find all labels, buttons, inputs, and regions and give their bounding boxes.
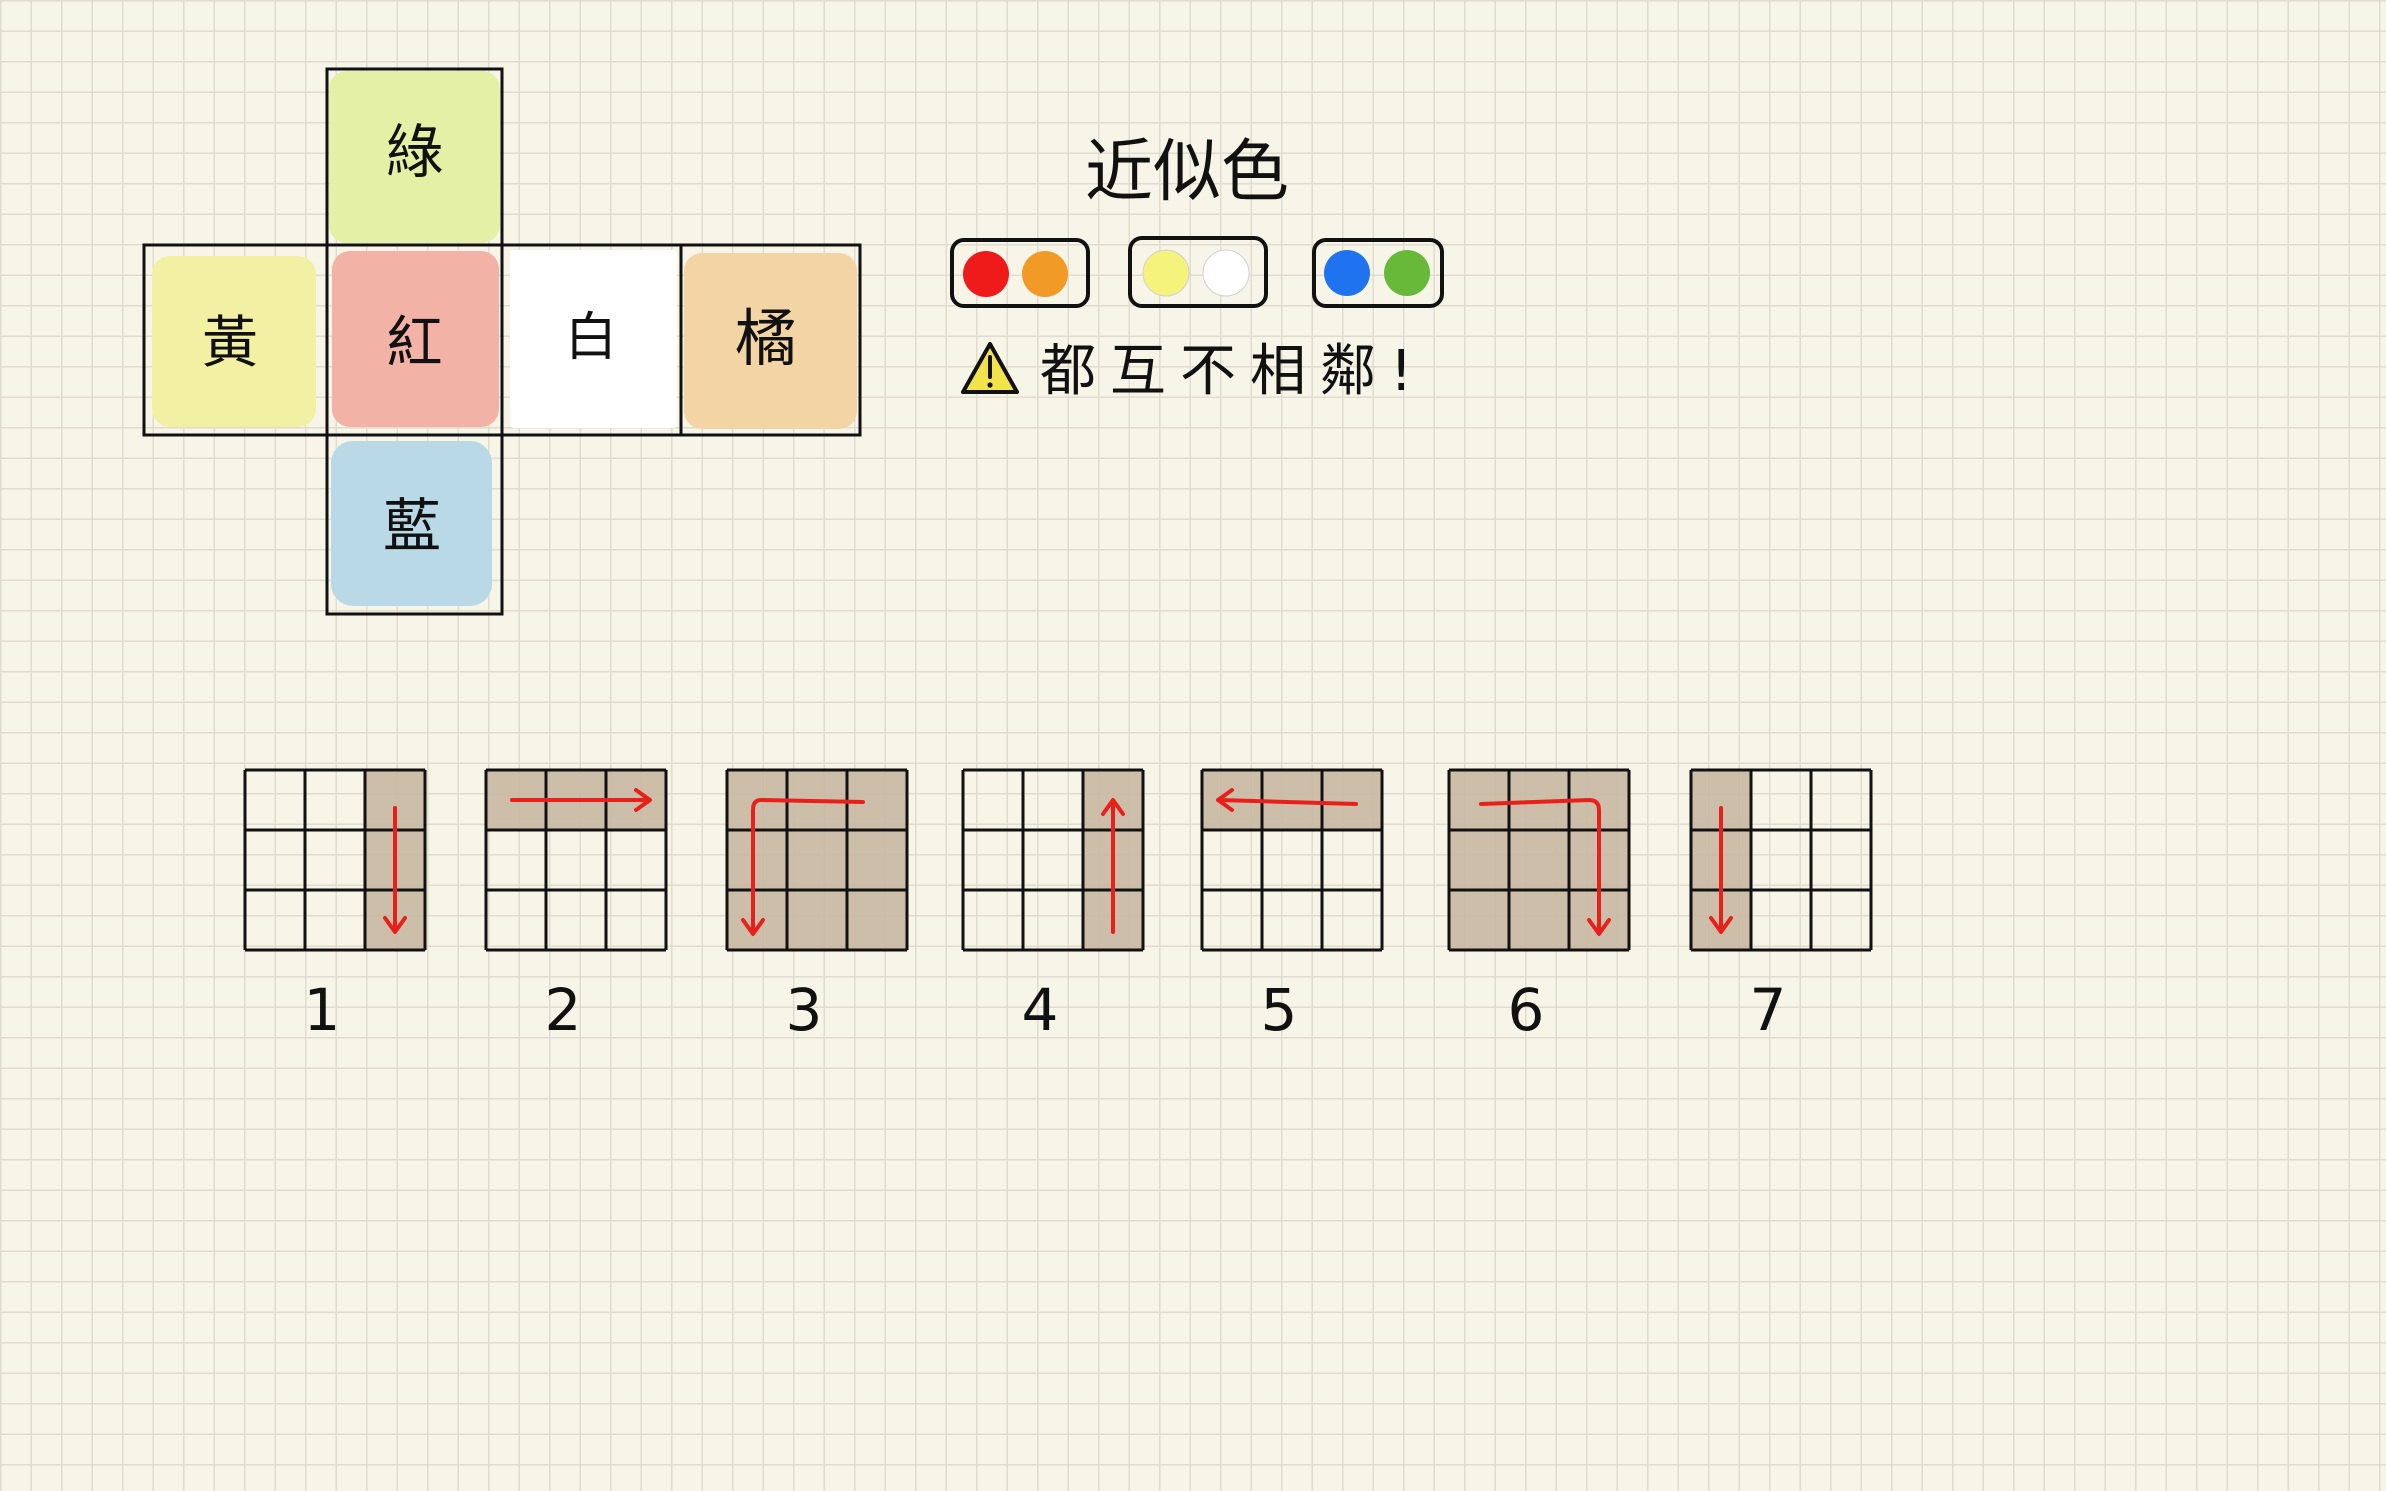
step-5-shaded-cell bbox=[1321, 769, 1383, 831]
step-7-arrowhead bbox=[1709, 916, 1733, 934]
step-3-shaded-cell bbox=[846, 829, 908, 891]
color-swatch-blue bbox=[1324, 250, 1370, 296]
step-3-arrowhead bbox=[741, 918, 765, 936]
cube-face-top-label: 綠 bbox=[385, 118, 443, 186]
cube-face-top: 綠 bbox=[325, 67, 504, 247]
similar-colors-title: 近似色 bbox=[1085, 133, 1289, 212]
step-2-number: 2 bbox=[545, 976, 582, 1044]
cube-face-back-fill bbox=[684, 253, 857, 429]
color-pair-1-frame bbox=[950, 238, 1090, 308]
step-6-shaded-cell bbox=[1508, 889, 1570, 951]
cube-face-left-fill bbox=[152, 256, 316, 427]
step-2: 2 bbox=[484, 768, 668, 1044]
step-6-shaded-cell bbox=[1448, 889, 1510, 951]
step-1: 1 bbox=[243, 768, 427, 1044]
color-swatch-green bbox=[1384, 250, 1430, 296]
step-4-arrowhead bbox=[1101, 798, 1125, 816]
cube-net: 綠 黃 紅 白 橘 藍 bbox=[142, 67, 862, 616]
color-swatch-white bbox=[1202, 249, 1250, 297]
step-7: 7 bbox=[1689, 768, 1873, 1044]
step-3-arrow-line bbox=[751, 798, 865, 934]
cube-face-bottom-border bbox=[325, 433, 504, 616]
cube-face-right: 白 bbox=[500, 243, 683, 437]
step-3-shaded-cell bbox=[726, 889, 788, 951]
warning-mark-dot bbox=[987, 382, 993, 388]
color-pair-3 bbox=[1312, 238, 1444, 308]
step-1-arrowhead bbox=[383, 916, 407, 934]
cube-face-front-label: 紅 bbox=[387, 311, 443, 376]
warning-triangle-icon bbox=[961, 342, 1019, 394]
similar-colors-note: 近似色 都互不相鄰! bbox=[950, 133, 1444, 404]
step-5-number: 5 bbox=[1261, 976, 1298, 1044]
cube-face-back-border bbox=[679, 243, 862, 437]
step-6-shaded-cell bbox=[1448, 829, 1510, 891]
step-6-shaded-cell bbox=[1448, 769, 1510, 831]
step-3-shaded-cell bbox=[786, 889, 848, 951]
cube-face-top-fill bbox=[329, 71, 500, 243]
step-6-arrowhead bbox=[1587, 918, 1611, 936]
step-3: 3 bbox=[725, 768, 909, 1044]
step-2-arrowhead bbox=[634, 788, 652, 812]
cube-face-bottom: 藍 bbox=[325, 433, 504, 616]
step-4: 4 bbox=[961, 768, 1145, 1044]
color-swatch-red bbox=[963, 251, 1009, 297]
cube-face-bottom-label: 藍 bbox=[383, 492, 441, 560]
cube-face-back-label: 橘 bbox=[735, 302, 797, 375]
cube-face-bottom-fill bbox=[331, 441, 492, 606]
color-swatch-yellow bbox=[1142, 249, 1190, 297]
cube-face-front-fill bbox=[332, 251, 499, 427]
cube-face-right-fill bbox=[510, 250, 677, 428]
step-7-number: 7 bbox=[1750, 976, 1787, 1044]
step-5: 5 bbox=[1200, 768, 1384, 1044]
similar-colors-warning: 都互不相鄰! bbox=[1040, 339, 1426, 404]
step-6-arrow-line bbox=[1479, 798, 1601, 934]
step-3-shaded-cell bbox=[726, 829, 788, 891]
cube-face-left-label: 黃 bbox=[202, 311, 258, 376]
cube-face-back: 橘 bbox=[679, 243, 862, 437]
step-5-arrowhead bbox=[1216, 788, 1234, 812]
step-3-number: 3 bbox=[786, 976, 823, 1044]
algorithm-steps: 1 2 3 4 5 6 7 bbox=[243, 768, 1873, 1044]
step-3-shaded-cell bbox=[786, 829, 848, 891]
step-6-number: 6 bbox=[1508, 976, 1545, 1044]
cube-face-left: 黃 bbox=[142, 243, 329, 437]
step-3-shaded-cell bbox=[846, 889, 908, 951]
cube-face-front: 紅 bbox=[325, 243, 504, 437]
step-5-arrow-line bbox=[1218, 798, 1358, 806]
color-pair-3-frame bbox=[1312, 238, 1444, 308]
color-pair-1 bbox=[950, 238, 1090, 308]
step-6: 6 bbox=[1447, 768, 1631, 1044]
color-pair-2-frame bbox=[1128, 236, 1268, 308]
cube-face-right-label: 白 bbox=[565, 308, 617, 368]
step-1-number: 1 bbox=[304, 976, 341, 1044]
step-4-number: 4 bbox=[1022, 976, 1059, 1044]
color-swatch-orange bbox=[1022, 251, 1068, 297]
step-6-shaded-cell bbox=[1508, 829, 1570, 891]
color-pair-2 bbox=[1128, 236, 1268, 308]
